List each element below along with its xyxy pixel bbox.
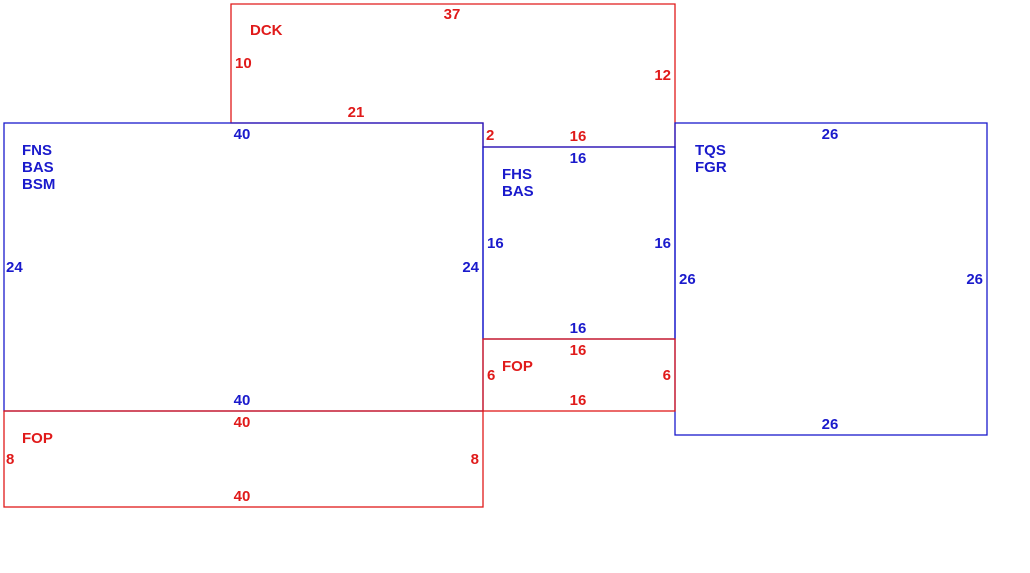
- dck-left-dimension: 10: [235, 55, 252, 72]
- room-dck-outline: [230, 3, 676, 148]
- room-fns-label-2: BAS: [22, 159, 54, 176]
- room-tqs-outline: [674, 122, 988, 436]
- fop-large-bottom-dimension: 40: [234, 488, 251, 505]
- room-dck-label: DCK: [250, 22, 283, 39]
- fop-large-right-dimension: 8: [471, 451, 479, 468]
- fns-top-dimension: 40: [234, 126, 251, 143]
- tqs-left-dimension: 26: [679, 271, 696, 288]
- room-fhs-label: FHS: [502, 166, 532, 183]
- room-tqs-label-2: FGR: [695, 159, 727, 176]
- fop-small-bottom-dimension: 16: [570, 392, 587, 409]
- room-fop-large-label: FOP: [22, 430, 53, 447]
- tqs-bottom-dimension: 26: [822, 416, 839, 433]
- dck-right-dimension: 12: [654, 67, 671, 84]
- fns-right-dimension: 24: [462, 259, 479, 276]
- dck-top-dimension: 37: [444, 6, 461, 23]
- room-tqs-label: TQS: [695, 142, 726, 159]
- fns-bottom-dimension: 40: [234, 392, 251, 409]
- fhs-top-dimension: 16: [570, 150, 587, 167]
- dck-notch-dimension: 2: [486, 127, 494, 144]
- fhs-left-dimension: 16: [487, 235, 504, 252]
- tqs-right-dimension: 26: [966, 271, 983, 288]
- fns-left-dimension: 24: [6, 259, 23, 276]
- fop-small-top-dimension: 16: [570, 342, 587, 359]
- fhs-right-dimension: 16: [654, 235, 671, 252]
- fop-large-left-dimension: 8: [6, 451, 14, 468]
- room-fop-large-outline: [3, 410, 484, 508]
- room-fns-label: FNS: [22, 142, 52, 159]
- room-fns-outline: [3, 122, 484, 412]
- room-fhs-label-2: BAS: [502, 183, 534, 200]
- fop-small-right-dimension: 6: [663, 367, 671, 384]
- room-fop-small-outline: [482, 338, 676, 412]
- tqs-top-dimension: 26: [822, 126, 839, 143]
- dck-bottom-dimension: 21: [348, 104, 365, 121]
- room-fns-label-3: BSM: [22, 176, 55, 193]
- fop-large-top-dimension: 40: [234, 414, 251, 431]
- fop-small-left-dimension: 6: [487, 367, 495, 384]
- fhs-bottom-dimension: 16: [570, 320, 587, 337]
- dck-bottom-right-dimension: 16: [570, 128, 587, 145]
- room-fop-small-label: FOP: [502, 358, 533, 375]
